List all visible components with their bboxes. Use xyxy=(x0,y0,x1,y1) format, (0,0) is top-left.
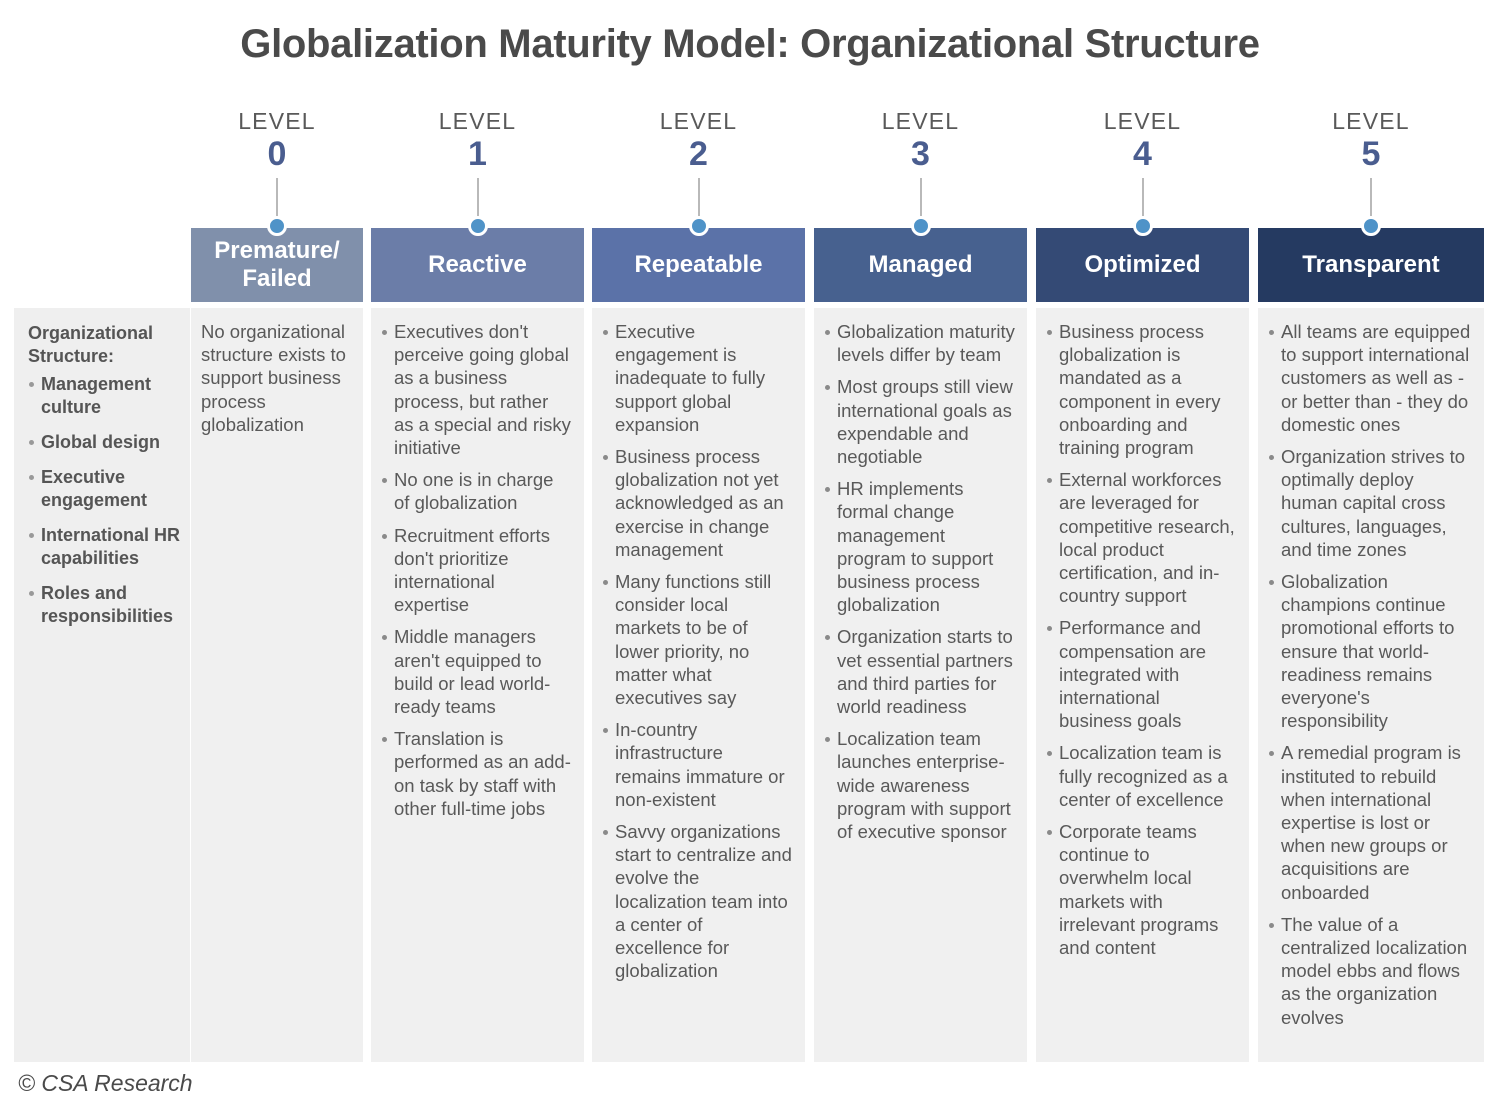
level-header-label: Managed xyxy=(868,251,973,278)
connector-line xyxy=(276,178,278,222)
level-number: 2 xyxy=(689,135,708,173)
level-bullet-item: Recruitment efforts don't prioritize int… xyxy=(381,524,572,617)
level-header-label: Optimized xyxy=(1084,251,1201,278)
level-word-label: LEVEL xyxy=(1332,108,1410,134)
level-bullet-list: Executives don't perceive going global a… xyxy=(381,320,572,820)
connector-dot-icon xyxy=(688,216,709,236)
sidebar-item: Management culture xyxy=(28,373,180,419)
level-header-4[interactable]: Optimized xyxy=(1036,228,1249,302)
sidebar-item: International HR capabilities xyxy=(28,524,180,570)
level-bullet-item: Organization strives to optimally deploy… xyxy=(1268,445,1472,561)
sidebar-title: Organizational Structure: xyxy=(28,323,154,366)
level-body-3: Globalization maturity levels differ by … xyxy=(814,308,1027,1062)
level-body-5: All teams are equipped to support intern… xyxy=(1258,308,1484,1062)
level-body-4: Business process globalization is mandat… xyxy=(1036,308,1249,1062)
level-bullet-item: In-country infrastructure remains immatu… xyxy=(602,718,793,811)
level-bullet-item: Performance and compensation are integra… xyxy=(1046,616,1237,732)
level-bullet-list: Executive engagement is inadequate to fu… xyxy=(602,320,793,982)
connector-dot-icon xyxy=(267,216,287,236)
level-header-0[interactable]: Premature/ Failed xyxy=(191,228,363,302)
level-word-label: LEVEL xyxy=(1103,108,1182,134)
level-bullet-item: All teams are equipped to support intern… xyxy=(1268,320,1472,436)
level-number: 1 xyxy=(468,135,487,173)
level-bullet-item: Corporate teams continue to overwhelm lo… xyxy=(1046,820,1237,959)
level-header-5[interactable]: Transparent xyxy=(1258,228,1484,302)
level-bullet-item: The value of a centralized localization … xyxy=(1268,913,1472,1029)
sidebar-item: Executive engagement xyxy=(28,466,180,512)
connector-line xyxy=(476,178,479,222)
level-bullet-item: No one is in charge of globalization xyxy=(381,468,572,514)
level-bullet-item: Organization starts to vet essential par… xyxy=(824,625,1015,718)
connector-dot-icon xyxy=(467,216,488,236)
connector-line xyxy=(1141,178,1144,222)
level-bullet-item: HR implements formal change management p… xyxy=(824,477,1015,616)
level-bullet-item: External workforces are leveraged for co… xyxy=(1046,468,1237,607)
level-bullet-item: Executives don't perceive going global a… xyxy=(381,320,572,459)
level-header-3[interactable]: Managed xyxy=(814,228,1027,302)
page-title: Globalization Maturity Model: Organizati… xyxy=(240,22,1260,66)
connector-line xyxy=(1370,178,1372,222)
level-body-0: No organizational structure exists to su… xyxy=(191,308,363,1062)
level-header-2[interactable]: Repeatable xyxy=(592,228,805,302)
level-bullet-item: Globalization champions continue promoti… xyxy=(1268,570,1472,732)
level-body-2: Executive engagement is inadequate to fu… xyxy=(592,308,805,1062)
copyright-footer: © CSA Research xyxy=(18,1070,193,1096)
level-word-label: LEVEL xyxy=(881,108,960,134)
level-bullet-item: Localization team is fully recognized as… xyxy=(1046,741,1237,811)
level-bullet-item: Executive engagement is inadequate to fu… xyxy=(602,320,793,436)
level-number: 3 xyxy=(911,135,930,173)
sidebar-item: Roles and responsibilities xyxy=(28,582,180,628)
level-bullet-item: Localization team launches enterprise-wi… xyxy=(824,727,1015,843)
sidebar-item: Global design xyxy=(28,431,180,454)
level-bullet-item: Business process globalization not yet a… xyxy=(602,445,793,561)
sidebar-dimension-column: Organizational Structure: Management cult… xyxy=(14,308,190,1062)
level-bullet-item: A remedial program is instituted to rebu… xyxy=(1268,741,1472,903)
level-header-label: Transparent xyxy=(1302,251,1440,278)
level-body-1: Executives don't perceive going global a… xyxy=(371,308,584,1062)
level-bullet-item: Translation is performed as an add-on ta… xyxy=(381,727,572,820)
level-header-label: Repeatable xyxy=(634,251,763,278)
level-word-label: LEVEL xyxy=(238,108,316,134)
level-bullet-item: Globalization maturity levels differ by … xyxy=(824,320,1015,366)
level-number: 0 xyxy=(267,135,287,173)
level-number: 4 xyxy=(1133,135,1152,173)
connector-dot-icon xyxy=(1361,216,1381,236)
level-bullet-item: Middle managers aren't equipped to build… xyxy=(381,625,572,718)
level-header-1[interactable]: Reactive xyxy=(371,228,584,302)
level-bullet-list: Globalization maturity levels differ by … xyxy=(824,320,1015,843)
level-word-label: LEVEL xyxy=(438,108,517,134)
level-header-label: Reactive xyxy=(428,251,527,278)
level-header-label: Premature/ Failed xyxy=(214,237,340,292)
level-word-label: LEVEL xyxy=(659,108,738,134)
connector-line xyxy=(697,178,700,222)
level-bullet-list: Business process globalization is mandat… xyxy=(1046,320,1237,959)
connector-dot-icon xyxy=(1132,216,1153,236)
connector-line xyxy=(919,178,922,222)
level-bullet-item: Business process globalization is mandat… xyxy=(1046,320,1237,459)
level-bullet-item: Many functions still consider local mark… xyxy=(602,570,793,709)
connector-dot-icon xyxy=(910,216,931,236)
level-number: 5 xyxy=(1361,135,1381,173)
level-bullet-list: All teams are equipped to support intern… xyxy=(1268,320,1472,1029)
level-bullet-item: Most groups still view international goa… xyxy=(824,375,1015,468)
level-body-text: No organizational structure exists to su… xyxy=(201,321,346,435)
level-bullet-item: Savvy organizations start to centralize … xyxy=(602,820,793,982)
